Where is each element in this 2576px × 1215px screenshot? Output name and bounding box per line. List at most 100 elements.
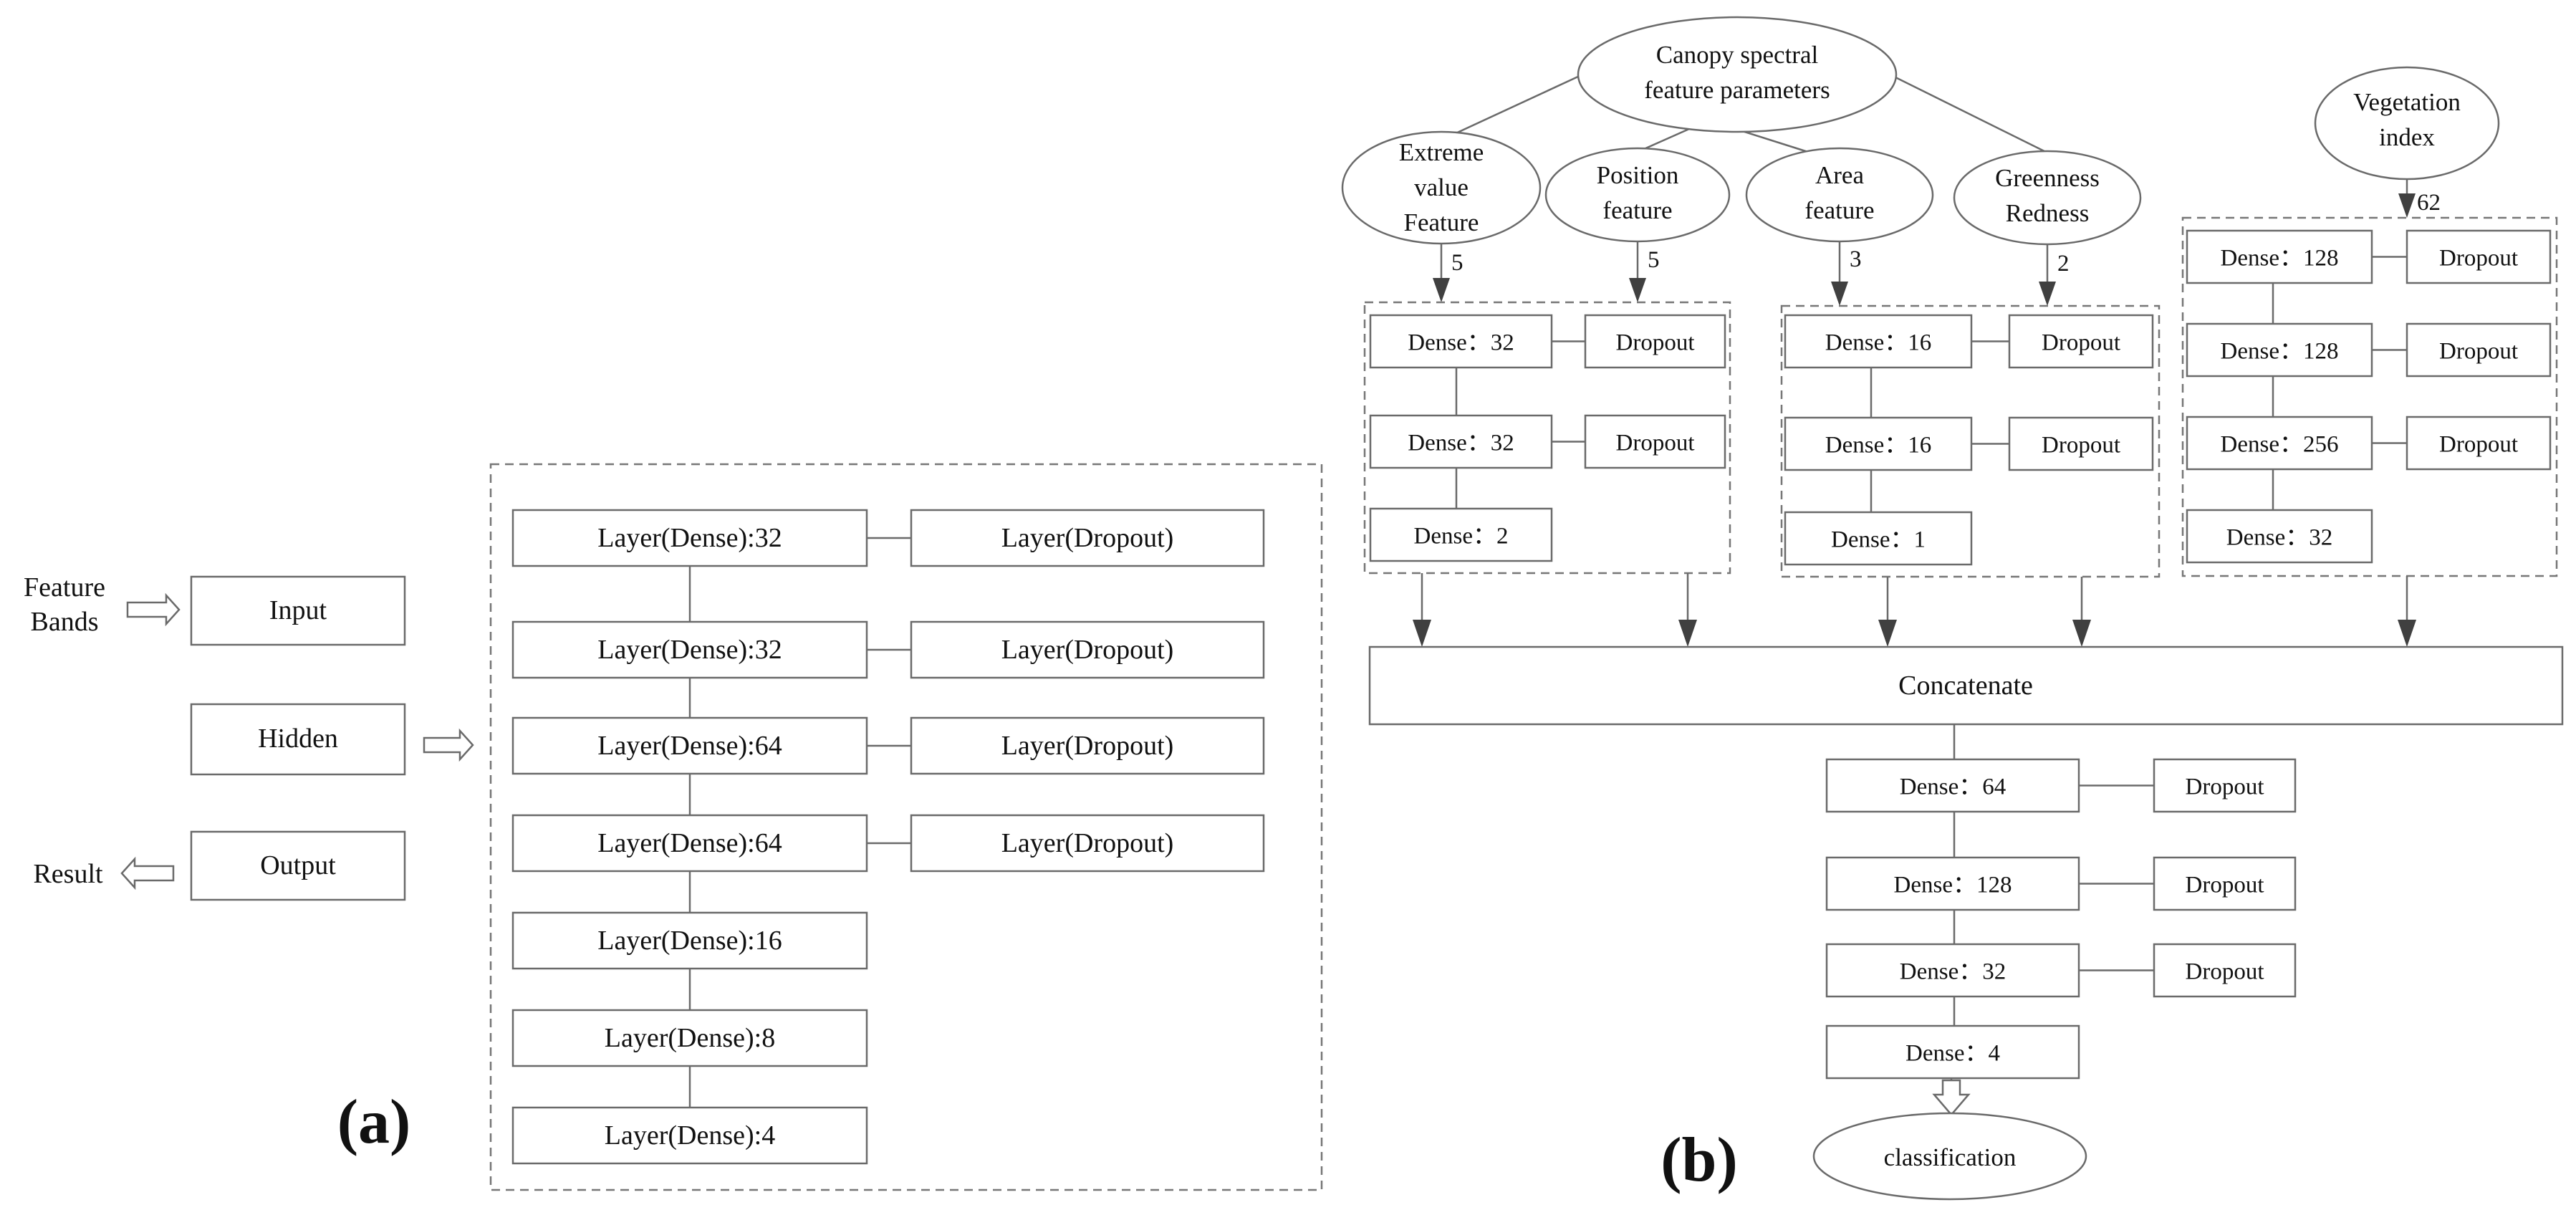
- head-dense-2-label: Dense：128: [1894, 873, 2012, 898]
- dense-layer-2-box: [511, 620, 868, 679]
- dense-layer-6-label: Layer(Dense):8: [605, 1023, 775, 1053]
- position-line2: feature: [1602, 196, 1672, 224]
- input-arrow: [126, 592, 181, 627]
- branch1-container: [1363, 301, 1731, 575]
- dense-layer-7-box: [511, 1106, 868, 1165]
- branch1-dropout-1-label: Dropout: [1616, 330, 1695, 356]
- branch1-dropout-2-label: Dropout: [1616, 431, 1695, 456]
- branch2-dense-3-label: Dense：1: [1831, 527, 1926, 553]
- position-line1: Position: [1597, 161, 1679, 189]
- panel-a: Feature Bands Input Hidden Output Result…: [24, 463, 1323, 1191]
- hidden-label: Hidden: [258, 724, 338, 754]
- input-label: Input: [269, 595, 327, 625]
- dense-layer-3-box: [511, 716, 868, 775]
- dropout-layer-4-box: [910, 814, 1265, 873]
- head-dense-2-box: [1825, 856, 2080, 911]
- branch3-dense-1-label: Dense：128: [2221, 246, 2339, 272]
- dense-layer-7-label: Layer(Dense):4: [605, 1120, 775, 1151]
- branch3-dropout-2-label: Dropout: [2439, 339, 2518, 365]
- root-line2: feature parameters: [1644, 76, 1830, 104]
- head-dropout-2-box: [2153, 856, 2297, 911]
- branch1-dense-2-box: [1369, 414, 1553, 469]
- area-line1: Area: [1815, 161, 1864, 189]
- extreme-line1: Extreme: [1399, 138, 1484, 166]
- position-count: 5: [1648, 247, 1660, 273]
- branch2-dense-1-box: [1784, 314, 1973, 369]
- branch3-dense-1-box: [2186, 229, 2373, 284]
- head-dense-3-label: Dense：32: [1900, 959, 2006, 985]
- area-line2: feature: [1804, 196, 1874, 224]
- branch2-dropout-2-label: Dropout: [2042, 433, 2120, 458]
- concatenate-box: [1368, 645, 2564, 726]
- input-box: [190, 575, 406, 646]
- vegetation-line2: index: [2379, 123, 2435, 151]
- area-count: 3: [1850, 246, 1862, 272]
- head-dense-4-box: [1825, 1024, 2080, 1080]
- branch1-dense-3-label: Dense：2: [1414, 524, 1509, 549]
- branch3-dropout-1-label: Dropout: [2439, 246, 2518, 272]
- extreme-line2: value: [1414, 173, 1469, 201]
- dense-layer-4-label: Layer(Dense):64: [597, 828, 782, 858]
- dense-layer-1-label: Layer(Dense):32: [597, 523, 782, 553]
- extreme-count: 5: [1451, 250, 1464, 276]
- branch2-dropout-1-label: Dropout: [2042, 330, 2120, 356]
- dropout-layer-4-label: Layer(Dropout): [1001, 828, 1174, 858]
- result-arrow: [120, 856, 175, 890]
- branch3-dense-4-box: [2186, 509, 2373, 564]
- branch3-dropout-3-box: [2406, 416, 2552, 471]
- branch2-container: [1780, 304, 2161, 578]
- head-dense-4-label: Dense：4: [1905, 1041, 2000, 1067]
- branch2-dense-3-box: [1784, 511, 1973, 566]
- dropout-layer-3-label: Layer(Dropout): [1001, 731, 1174, 761]
- dropout-layer-2-label: Layer(Dropout): [1001, 635, 1174, 665]
- concatenate-label: Concatenate: [1898, 671, 2033, 701]
- feature-bands-label-line2: Bands: [31, 607, 99, 637]
- branch2-dropout-2-box: [2008, 416, 2154, 471]
- panel-b: Canopy spectral feature parameters Extre…: [1341, 16, 2564, 1201]
- dropout-layer-3-box: [910, 716, 1265, 775]
- branch2-dropout-1-box: [2008, 314, 2154, 369]
- dropout-layer-1-box: [910, 509, 1265, 567]
- branch3-dense-4-label: Dense：32: [2226, 525, 2332, 551]
- branch1-dense-2-label: Dense：32: [1408, 431, 1514, 456]
- dense-layer-2-label: Layer(Dense):32: [597, 635, 782, 665]
- greenness-count: 2: [2057, 251, 2070, 277]
- hidden-layers-container: [489, 463, 1323, 1191]
- branch1-dense-3-box: [1369, 507, 1553, 562]
- branch3-container: [2181, 216, 2558, 577]
- branch1-dense-1-label: Dense：32: [1408, 330, 1514, 356]
- head-dropout-1-box: [2153, 758, 2297, 813]
- vegetation-line1: Vegetation: [2353, 88, 2461, 116]
- head-dropout-3-label: Dropout: [2186, 959, 2264, 985]
- branch3-dropout-2-box: [2406, 322, 2552, 378]
- branch1-dropout-1-box: [1584, 314, 1726, 369]
- head-dropout-1-label: Dropout: [2186, 774, 2264, 800]
- branch1-dropout-2-box: [1584, 414, 1726, 469]
- vegetation-count: 62: [2417, 190, 2441, 216]
- dropout-layer-2-box: [910, 620, 1265, 679]
- concatenate-inputs: [1413, 573, 2416, 647]
- greenness-line2: Redness: [2006, 199, 2090, 227]
- classification-arrow: [1932, 1079, 1971, 1116]
- panel-a-label: (a): [337, 1087, 411, 1157]
- hidden-arrow: [423, 728, 474, 762]
- hidden-box: [190, 703, 406, 776]
- output-label: Output: [260, 850, 336, 880]
- extreme-line3: Feature: [1404, 208, 1479, 236]
- head-dense-1-label: Dense：64: [1900, 774, 2006, 800]
- branch3-dropout-1-box: [2406, 229, 2552, 284]
- dense-layer-6-box: [511, 1009, 868, 1067]
- dense-layer-5-box: [511, 911, 868, 970]
- classification-label: classification: [1884, 1143, 2017, 1171]
- branch2-dense-1-label: Dense：16: [1825, 330, 1931, 356]
- classification-node: [1812, 1112, 2087, 1201]
- head-dropout-2-label: Dropout: [2186, 873, 2264, 898]
- output-box: [190, 830, 406, 901]
- branch3-dense-3-label: Dense：256: [2221, 432, 2339, 458]
- head-dense-3-box: [1825, 943, 2080, 998]
- result-label: Result: [33, 859, 103, 889]
